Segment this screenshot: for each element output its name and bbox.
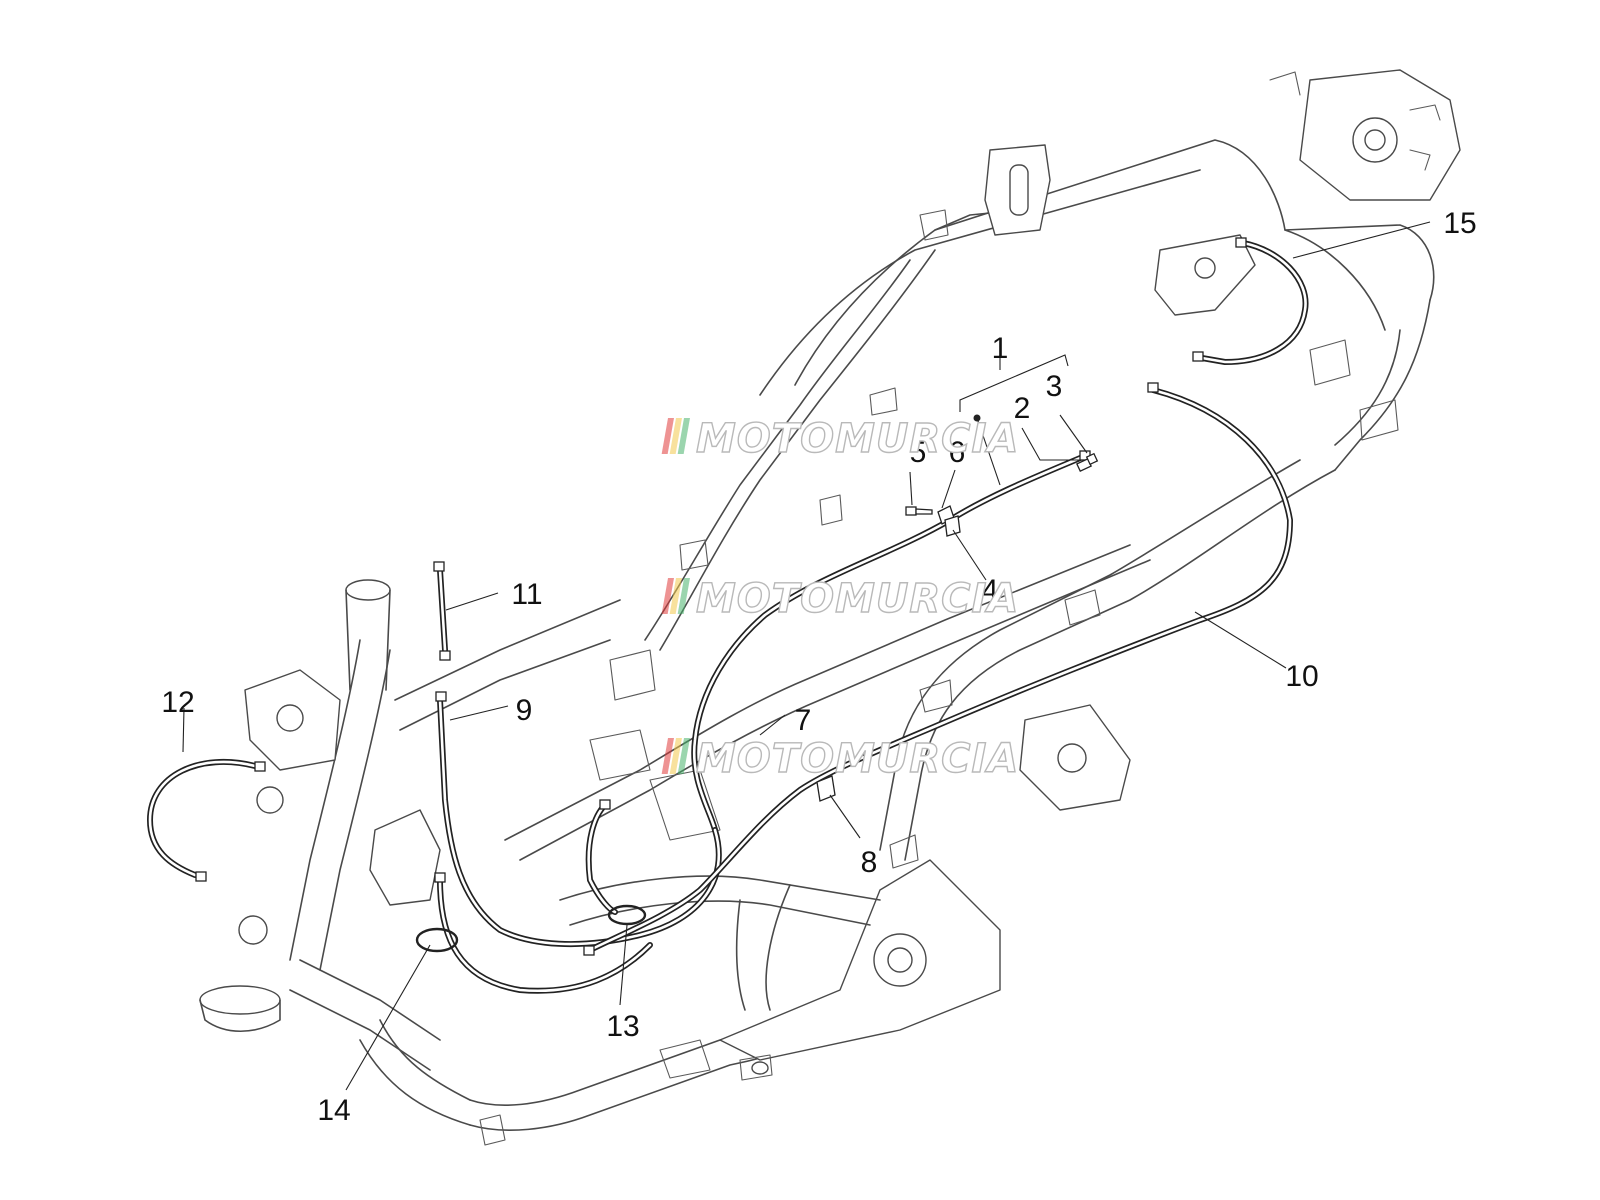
watermark-stripes [661,418,690,454]
cables [147,237,1309,994]
callout-3: 3 [1046,370,1063,403]
watermark-text: MOTOMURCIA [696,576,1019,622]
nut-3 [1085,452,1099,466]
callout-4: 4 [982,574,999,607]
clamp-8 [816,775,836,802]
callout-labels: 1 2 3 4 5 6 7 8 9 10 11 12 13 14 15 [161,207,1476,1127]
screw-5 [905,506,933,516]
watermark-stripes [661,578,690,614]
callout-8: 8 [861,846,878,879]
watermark-text: MOTOMURCIA [696,416,1019,462]
callout-9: 9 [516,694,533,727]
cable-tie-13 [607,904,647,926]
small-parts [415,414,1099,953]
scooter-frame [199,69,1461,1146]
callout-14: 14 [317,1094,350,1127]
watermark-2: MOTOMURCIA [661,575,1019,623]
watermark-3: MOTOMURCIA [661,735,1019,783]
clamp-4 [944,515,961,537]
callout-11: 11 [511,578,542,611]
callout-1: 1 [992,332,1009,365]
watermark-text: MOTOMURCIA [696,736,1019,782]
cable-tie-14 [415,927,459,953]
callout-7: 7 [795,704,812,737]
callout-13: 13 [606,1010,639,1043]
callout-15: 15 [1443,207,1476,240]
callout-10: 10 [1285,660,1318,693]
callout-12: 12 [161,686,194,719]
callout-2: 2 [1014,392,1031,425]
callout-5: 5 [910,436,927,469]
leader-lines [182,221,1431,1091]
watermark-1: MOTOMURCIA [661,415,1019,463]
watermark-stripes [661,738,690,774]
callout-6: 6 [949,436,966,469]
